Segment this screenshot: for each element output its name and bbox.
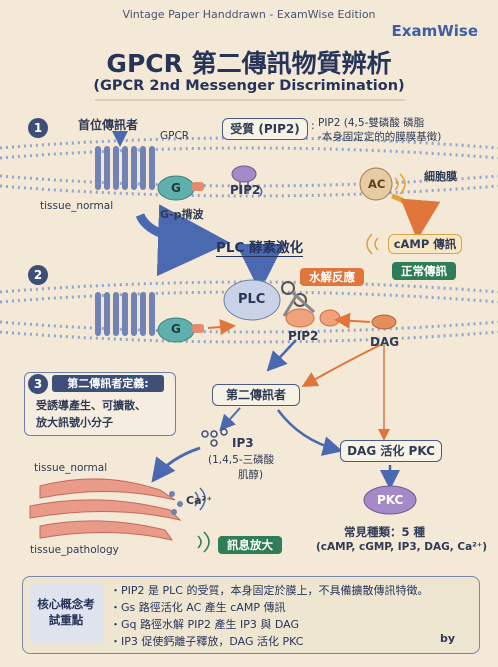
tissue-normal-label-top: tissue_normal xyxy=(40,200,114,212)
gpcr-receptor-middle xyxy=(95,292,155,336)
pkc-label: PKC xyxy=(377,493,404,507)
pkc-enzyme xyxy=(363,485,417,515)
dag-pkc-box: DAG 活化 PKC xyxy=(340,440,442,462)
g-protein-label-top: G xyxy=(171,181,181,195)
second-messenger-box: 第二傳訊者 xyxy=(212,384,300,406)
gpcr-receptor-top xyxy=(95,146,155,190)
dag-molecule xyxy=(371,314,397,330)
step-1-badge: 1 xyxy=(28,118,48,138)
gpcr-label: GPCR xyxy=(160,130,190,142)
brand-logo: ExamWise xyxy=(391,22,478,40)
endoplasmic-reticulum xyxy=(29,478,182,541)
amplification-tag: 訊息放大 xyxy=(218,536,282,554)
pip2-note-line2: -本身固定定的的膜膜基徵) xyxy=(318,131,442,143)
byline: by xyxy=(440,632,456,645)
core-point-4: ・IP3 促使鈣離子釋放，DAG 活化 PKC xyxy=(110,635,304,648)
plc-activation-label: PLC 酵素激化 xyxy=(216,236,304,257)
core-title: 核心概念考試重點 xyxy=(37,597,95,627)
ip3-molecule xyxy=(201,428,228,447)
pip2-label-middle: PIP2 xyxy=(288,329,319,343)
ac-to-camp-arrow xyxy=(391,193,441,240)
g-to-plc-arrow xyxy=(207,319,236,335)
step-3-badge: 3 xyxy=(28,374,48,394)
definition-title: 第二傳訊者定義: xyxy=(52,375,164,392)
tissue-normal-label-bottom: tissue_normal xyxy=(34,462,108,474)
step-2-badge: 2 xyxy=(28,265,48,285)
definition-line2: 放大訊號小分子 xyxy=(36,416,113,429)
core-title-bg xyxy=(30,584,104,644)
pip2-note-line1: PIP2 (4,5-雙磷酸 磷脂 xyxy=(318,117,425,129)
g-protein-label-middle: G xyxy=(171,322,181,336)
activation-arrow xyxy=(135,204,230,277)
common-types-label: 常見種類：5 種 xyxy=(344,525,426,539)
dag-label: DAG xyxy=(370,335,400,349)
receptor-label: 受質 (PIP2) xyxy=(222,118,308,140)
tissue-pathology-label: tissue_pathology xyxy=(30,544,119,556)
ip3-note-line1: (1,4,5-三磷酸 xyxy=(208,454,275,466)
core-point-1: ・PIP2 是 PLC 的受質，本身固定於膜上，不具備擴散傳訊特徵。 xyxy=(110,584,429,597)
types-list: (cAMP, cGMP, IP3, DAG, Ca²⁺) xyxy=(316,541,488,553)
page-title: GPCR 第二傳訊物質辨析 xyxy=(106,49,392,78)
ip3-note-line2: 肌醇) xyxy=(238,469,264,481)
pip2-cleaved xyxy=(285,308,315,328)
hydrolysis-tag: 水解反應 xyxy=(300,268,364,286)
gp-shuttle-label: G-p揹波 xyxy=(160,208,204,221)
pip2-molecule-top xyxy=(231,165,257,183)
ip3-label: IP3 xyxy=(232,436,254,450)
plc-enzyme xyxy=(223,279,281,321)
pip2-label-top: PIP2 xyxy=(230,183,261,197)
edition-label: Vintage Paper Handdrawn - ExamWise Editi… xyxy=(122,8,376,21)
definition-line1: 受誘導產生、可擴散、 xyxy=(36,399,146,412)
scissors-icon xyxy=(281,281,316,317)
normal-signal-tag: 正常傳訊 xyxy=(392,262,456,280)
camp-badge: cAMP 傳訊 xyxy=(388,234,462,254)
core-point-2: ・Gs 路徑活化 AC 產生 cAMP 傳訊 xyxy=(110,601,286,614)
calcium-label: Ca²⁺ xyxy=(186,494,213,507)
plc-label: PLC xyxy=(238,292,266,307)
g-subunit-top xyxy=(192,182,204,191)
colon: : xyxy=(311,120,315,132)
first-messenger-label: 首位傳訊者 xyxy=(78,118,139,132)
ac-label: AC xyxy=(368,177,386,191)
core-point-3: ・Gq 路徑水解 PIP2 產生 IP3 與 DAG xyxy=(110,618,300,631)
membrane-label: 細胞膜 xyxy=(424,170,457,183)
page-subtitle: (GPCR 2nd Messenger Discrimination) xyxy=(93,78,405,94)
ac-enzyme xyxy=(359,167,393,201)
